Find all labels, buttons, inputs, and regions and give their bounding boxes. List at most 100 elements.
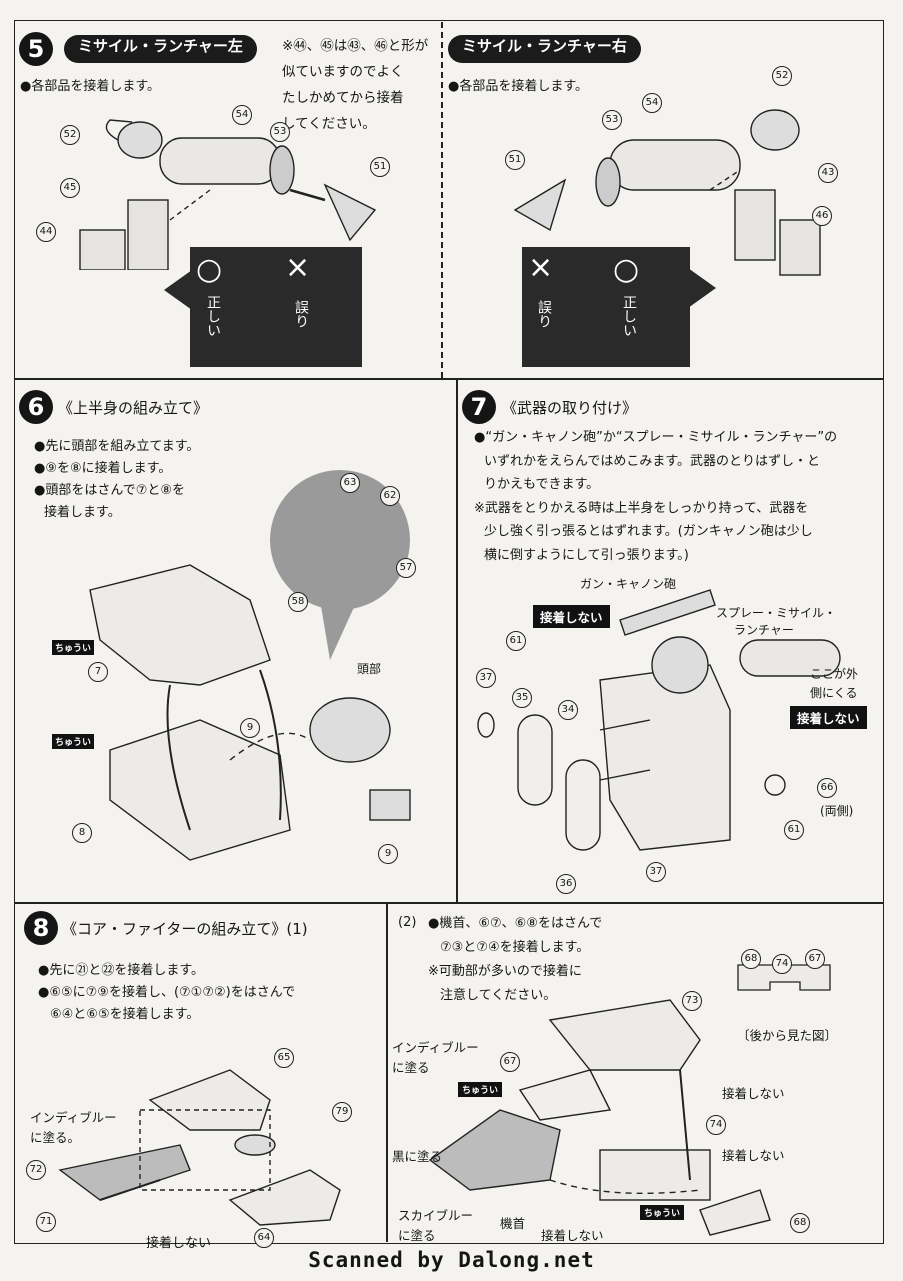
step8-indigo-line: に塗る。 [30,1130,81,1145]
step5-left-illustration [79,119,377,270]
step6-instruction-line: 接着します。 [44,505,121,520]
step7-no-glue-tag: 接着しない [790,706,867,729]
part-35: 35 [512,688,532,708]
step7-instruction-line: ※武器をとりかえる時は上半身をしっかり持って、武器を [474,500,809,516]
step7-instruction-line: 横に倒すようにして引っ張ります。) [484,547,689,563]
part-45: 45 [60,178,80,198]
step8b-instruction-line: 注意してください。 [440,988,557,1003]
step7-cannon-label: ガン・キャノン砲 [580,577,677,591]
step7-number: 7 [462,390,496,424]
step6-caution-tag: ちゅうい [52,640,95,655]
step8b-instruction-line: ●機首、⑥⑦、⑥⑧をはさんで [428,916,603,931]
part-74: 74 [706,1115,726,1135]
page-frame [14,20,884,1244]
part-65: 65 [274,1048,294,1068]
step8b-illustration [428,999,771,1236]
step8-instructions: ●先に㉑と㉒を接着します。 ●⑥⑤に⑦⑨を接着し、(⑦①⑦②)をはさんで ⑥④と… [38,960,295,1026]
part-8: 8 [72,823,92,843]
part-58: 58 [288,592,308,612]
part-9: 9 [378,844,398,864]
step8b-instructions: ●機首、⑥⑦、⑥⑧をはさんで ⑦③と⑦④を接着します。 ※可動部が多いので接着に… [428,912,602,1008]
part-61: 61 [784,820,804,840]
part-61: 61 [506,631,526,651]
step5-note-line: 似ていますのでよく [282,64,404,80]
step8b-sky-line: に塗る [398,1228,436,1243]
step8-title: 《コア・ファイターの組み立て》(1) [62,920,308,938]
step7-instructions: ●“ガン・キャノン砲”か“スプレー・ミサイル・ランチャー”の いずれかをえらんで… [474,426,837,567]
step8-instruction-line: ⑥④と⑥⑤を接着します。 [50,1007,200,1022]
part-51: 51 [505,150,525,170]
step6-instruction-line: ●頭部をはさんで⑦と⑧を [34,483,186,498]
part-51: 51 [370,157,390,177]
step8b-rear-view-label: 〔後から見た図〕 [737,1028,838,1043]
step5-left-wrong-label: 誤り [293,300,309,328]
step8b-indigo-label: インディブルー に塗る [392,1038,479,1078]
scan-credit: Scanned by Dalong.net [308,1248,595,1272]
part-67: 67 [805,949,825,969]
divider-row3-col [386,902,388,1242]
step7-title: 《武器の取り付け》 [502,399,638,417]
step8-instruction-line: ●先に㉑と㉒を接着します。 [38,963,205,978]
part-71: 71 [36,1212,56,1232]
step5-left-callout [190,247,362,367]
part-73: 73 [682,991,702,1011]
step8b-no-glue-label: 接着しない [722,1086,785,1101]
step7-instruction-line: 少し強く引っ張るとはずれます。(ガンキャノン砲は少し [484,524,813,539]
step8b-indigo-line: インディブルー [392,1040,479,1055]
step6-number: 6 [19,390,53,424]
part-46: 46 [812,206,832,226]
step8b-caution-tag: ちゅうい [458,1082,503,1097]
part-57: 57 [396,558,416,578]
step8-illustration [58,1069,341,1226]
part-68: 68 [741,949,761,969]
step8b-no-glue-label: 接着しない [722,1148,785,1163]
part-68: 68 [790,1213,810,1233]
step6-head-label: 頭部 [357,662,382,676]
step5-number: 5 [19,32,53,66]
step5-note: ※㊹、㊺は㊸、㊻と形が 似ていますのでよく たしかめてから接着 してください。 [282,33,428,137]
part-37: 37 [476,668,496,688]
step7-outer-note-line: 側にくる [810,686,858,700]
part-7: 7 [88,662,108,682]
step8b-rear-view-illustration [737,964,831,991]
step8b-sky-line: スカイブルー [398,1208,474,1223]
correct-circle-icon: ○ [196,252,223,287]
step5-left-title: ミサイル・ランチャー左 [64,35,257,63]
step8b-no-glue-label: 接着しない [541,1228,604,1243]
wrong-cross-icon: × [285,250,311,285]
step8b-sky-label: スカイブルー に塗る [398,1206,473,1246]
step6-instruction-line: ●先に頭部を組み立てます。 [34,439,200,454]
divider-row2 [14,902,884,904]
wrong-cross-icon: × [528,250,554,285]
step8-indigo-label: インディブルー に塗る。 [30,1108,117,1148]
step5-right-correct-label: 正しい [621,295,637,337]
step5-note-line: してください。 [282,116,376,132]
step6-caution-tag: ちゅうい [52,734,95,749]
step8-number: 8 [24,911,58,945]
part-52: 52 [772,66,792,86]
part-36: 36 [556,874,576,894]
part-62: 62 [380,486,400,506]
part-34: 34 [558,700,578,720]
part-66: 66 [817,778,837,798]
step5-left-instruction: ●各部品を接着します。 [20,79,161,94]
part-37: 37 [646,862,666,882]
step8-indigo-line: インディブルー [30,1110,117,1125]
step6-instruction-line: ●⑨を⑧に接着します。 [34,461,172,476]
part-74: 74 [772,954,792,974]
part-63: 63 [340,473,360,493]
step8b-instruction-line: ⑦③と⑦④を接着します。 [440,940,590,955]
step5-left-correct-label: 正しい [205,295,221,337]
step5-right-callout [522,247,690,367]
part-64: 64 [254,1228,274,1248]
callout-pointer-icon [164,270,192,310]
part-9: 9 [240,718,260,738]
step6-illustration [89,470,411,861]
step5-right-instruction: ●各部品を接着します。 [448,79,589,94]
divider-step5-dashed [441,22,443,378]
step6-title: 《上半身の組み立て》 [58,399,209,417]
part-54: 54 [642,93,662,113]
step7-illustration [477,589,841,851]
step7-outer-note-line: ここが外 [810,667,859,681]
divider-row1 [14,378,884,380]
